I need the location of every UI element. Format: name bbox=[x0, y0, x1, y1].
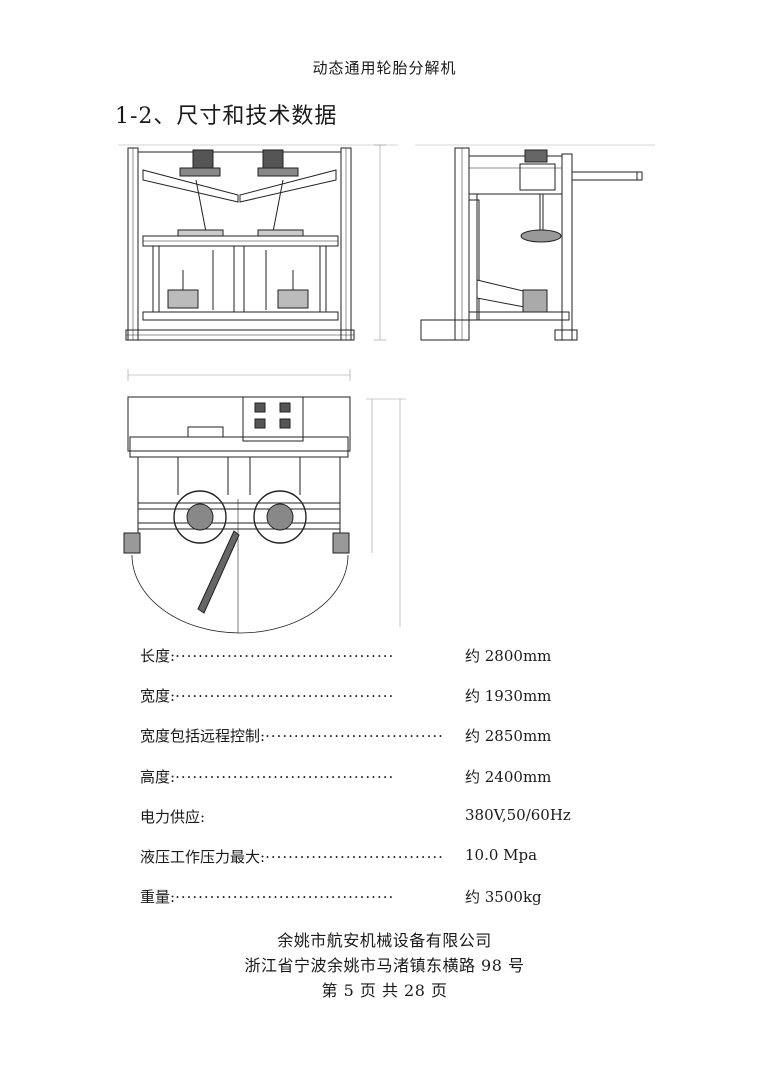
spec-row: 长度: ····································… bbox=[140, 647, 552, 665]
front-view-drawing bbox=[118, 140, 398, 350]
spec-value: 约 3500kg bbox=[465, 888, 542, 907]
spec-row: 宽度包括远程控制: ······························… bbox=[140, 727, 552, 746]
spec-row: 宽度: ····································… bbox=[140, 687, 552, 706]
spec-label: 长度: bbox=[140, 647, 176, 665]
spec-value: 380V,50/60Hz bbox=[465, 805, 571, 824]
side-view-drawing bbox=[415, 140, 655, 350]
section-title: 1-2、尺寸和技术数据 bbox=[115, 104, 338, 129]
spec-list: 长度: ····································… bbox=[140, 645, 660, 926]
spec-label: 液压工作压力最大: bbox=[140, 847, 266, 866]
page-header: 动态通用轮胎分解机 bbox=[312, 59, 457, 77]
page-footer: 余姚市航安机械设备有限公司 浙江省宁波余姚市马渚镇东横路 98 号 第 5 页 … bbox=[0, 928, 769, 1003]
company-name: 余姚市航安机械设备有限公司 bbox=[277, 931, 492, 950]
spec-row: 高度: ····································… bbox=[140, 767, 552, 786]
spec-value: 10.0 Mpa bbox=[465, 845, 538, 864]
spec-label: 高度: bbox=[140, 767, 176, 786]
top-view-drawing bbox=[118, 365, 408, 635]
spec-value: 约 2850mm bbox=[465, 727, 552, 746]
spec-value: 约 2800mm bbox=[465, 647, 552, 665]
page-number: 第 5 页 共 28 页 bbox=[321, 981, 448, 1000]
spec-value: 约 2400mm bbox=[465, 767, 552, 786]
spec-row: 重量: ····································… bbox=[140, 888, 542, 907]
spec-row: 液压工作压力最大: ······························… bbox=[140, 845, 538, 866]
spec-label: 宽度包括远程控制: bbox=[140, 727, 266, 746]
company-address: 浙江省宁波余姚市马渚镇东横路 98 号 bbox=[244, 956, 525, 975]
spec-label: 电力供应: bbox=[140, 807, 206, 826]
spec-label: 宽度: bbox=[140, 687, 176, 706]
spec-value: 约 1930mm bbox=[465, 687, 552, 706]
spec-row: 电力供应: 380V,50/60Hz bbox=[140, 806, 660, 846]
spec-label: 重量: bbox=[140, 888, 176, 907]
